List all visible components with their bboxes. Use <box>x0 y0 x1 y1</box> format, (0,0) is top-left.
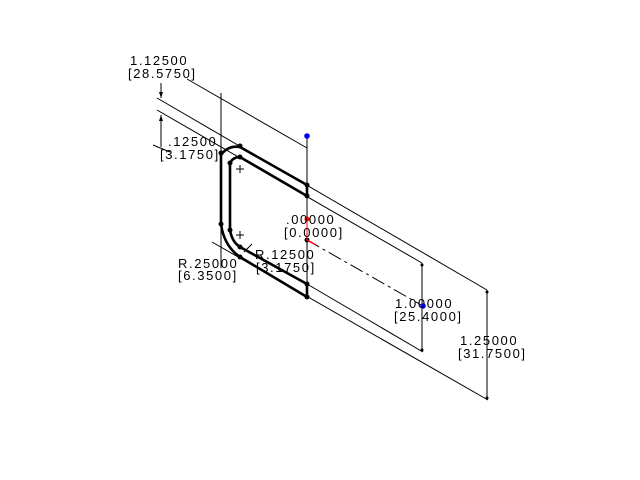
blue-point <box>420 303 426 309</box>
outer-profile[interactable] <box>219 145 308 299</box>
inner-profile[interactable] <box>228 155 308 286</box>
thickness-dim-inch[interactable]: .12500 <box>168 134 217 149</box>
origin-dim-inch[interactable]: .00000 <box>286 212 335 227</box>
width-dim-mm[interactable]: [28.5750] <box>128 66 197 81</box>
inner-radius-dim-mm[interactable]: [3.1750] <box>256 260 316 275</box>
arrow-icon <box>159 115 163 121</box>
center-mark-icon <box>236 165 244 173</box>
arrow-icon <box>485 396 489 400</box>
width-dim-inch[interactable]: 1.12500 <box>130 53 188 68</box>
outer-top-extension-line <box>156 97 488 291</box>
dimension-labels[interactable]: 1.12500 [28.5750] .12500 [3.1750] R.2500… <box>128 53 527 361</box>
inner-height-dim-mm[interactable]: [25.4000] <box>394 309 463 324</box>
arrow-icon <box>485 290 489 294</box>
sketch-points[interactable] <box>218 133 426 309</box>
arc-center-marks <box>236 165 244 239</box>
blue-point <box>304 133 310 139</box>
origin-dim-mm[interactable]: [0.0000] <box>284 225 344 240</box>
centerline[interactable] <box>306 239 424 307</box>
arrow-icon <box>159 92 163 98</box>
arrow-icon <box>420 263 424 267</box>
thickness-leader <box>152 144 171 153</box>
outer-height-dim-mm[interactable]: [31.7500] <box>458 346 527 361</box>
origin-axes-icon <box>306 219 317 246</box>
inner-bottom-extension-line <box>306 283 424 353</box>
inner-radius-dim-inch[interactable]: R.12500 <box>255 247 315 262</box>
arrow-icon <box>420 348 424 352</box>
dimension-arrows <box>159 92 489 400</box>
inner-height-dim-inch[interactable]: 1.00000 <box>395 296 453 311</box>
outer-height-dim-inch[interactable]: 1.25000 <box>460 333 518 348</box>
width-dimension-line[interactable] <box>186 78 308 149</box>
center-mark-icon <box>236 231 244 239</box>
outer-radius-dim-inch[interactable]: R.25000 <box>178 256 238 271</box>
thickness-dim-mm[interactable]: [3.1750] <box>160 147 220 162</box>
outer-radius-dim-mm[interactable]: [6.3500] <box>178 268 238 283</box>
